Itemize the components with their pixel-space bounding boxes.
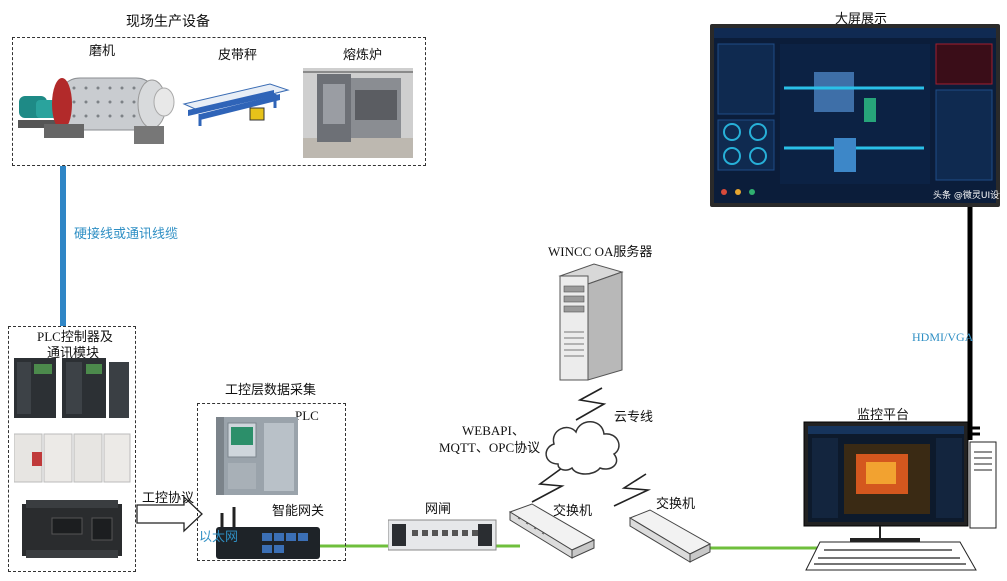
- cable-label: 硬接线或通讯线缆: [74, 227, 179, 242]
- gateway-label: 智能网关: [272, 504, 325, 519]
- lightning-bolt-icon: [613, 473, 652, 507]
- switch-1-label: 交换机: [553, 504, 593, 519]
- belt-scale-image: [182, 83, 290, 126]
- plc-group-title-line1: PLC控制器及: [37, 329, 113, 344]
- industrial-protocol-label: 工控协议: [142, 491, 195, 506]
- plc-compact-image: [22, 500, 122, 558]
- cloud-line-label: 云专线: [614, 410, 654, 425]
- plc-modules-image: [14, 433, 131, 483]
- field-equipment-group: [12, 37, 426, 166]
- acquisition-group: [197, 403, 346, 561]
- furnace-image: [303, 68, 413, 158]
- protocols-label-line1: WEBAPI、: [462, 423, 525, 438]
- protocol-arrow-icon: [136, 495, 203, 533]
- lightning-bolt-icon: [575, 387, 607, 421]
- plc-controllers-group: [8, 326, 136, 572]
- plc-rack-image: [14, 358, 129, 418]
- plc-group-title-line2: 通讯模块: [47, 346, 100, 361]
- watermark-text: 头条 @微灵UI设计: [933, 191, 1007, 201]
- field-equipment-title: 现场生产设备: [126, 14, 210, 30]
- protocols-label-line2: MQTT、OPC协议: [439, 440, 541, 455]
- big-screen-title: 大屏展示: [835, 12, 888, 27]
- acquisition-plc-label: PLC: [295, 408, 319, 423]
- acquisition-title: 工控层数据采集: [225, 383, 317, 398]
- plc-device-image: [216, 417, 298, 495]
- monitoring-workstation-image: [803, 421, 997, 571]
- smart-gateway-image: [216, 507, 320, 559]
- gatekeeper-label: 网闸: [425, 502, 452, 517]
- monitor-title: 监控平台: [857, 408, 910, 423]
- switch-2-image: [628, 509, 712, 563]
- big-screen-frame: 头条 @微灵UI设计: [710, 24, 1007, 207]
- lightning-bolt-icon: [531, 467, 565, 503]
- switch-1-image: [508, 503, 596, 559]
- dashboard-screen-image: [714, 28, 996, 203]
- gatekeeper-device-image: [388, 519, 497, 551]
- cloud-icon: [545, 421, 620, 475]
- switch-2-label: 交换机: [656, 497, 696, 512]
- furnace-label: 熔炼炉: [343, 48, 383, 63]
- server-title: WINCC OA服务器: [548, 244, 653, 259]
- hdmi-label: HDMI/VGA: [912, 330, 974, 344]
- mill-label: 磨机: [89, 44, 116, 59]
- wincc-server-image: [558, 263, 624, 381]
- ethernet-label: 以太网: [199, 530, 239, 545]
- belt-scale-label: 皮带秤: [218, 48, 258, 63]
- ball-mill-image: [18, 77, 175, 144]
